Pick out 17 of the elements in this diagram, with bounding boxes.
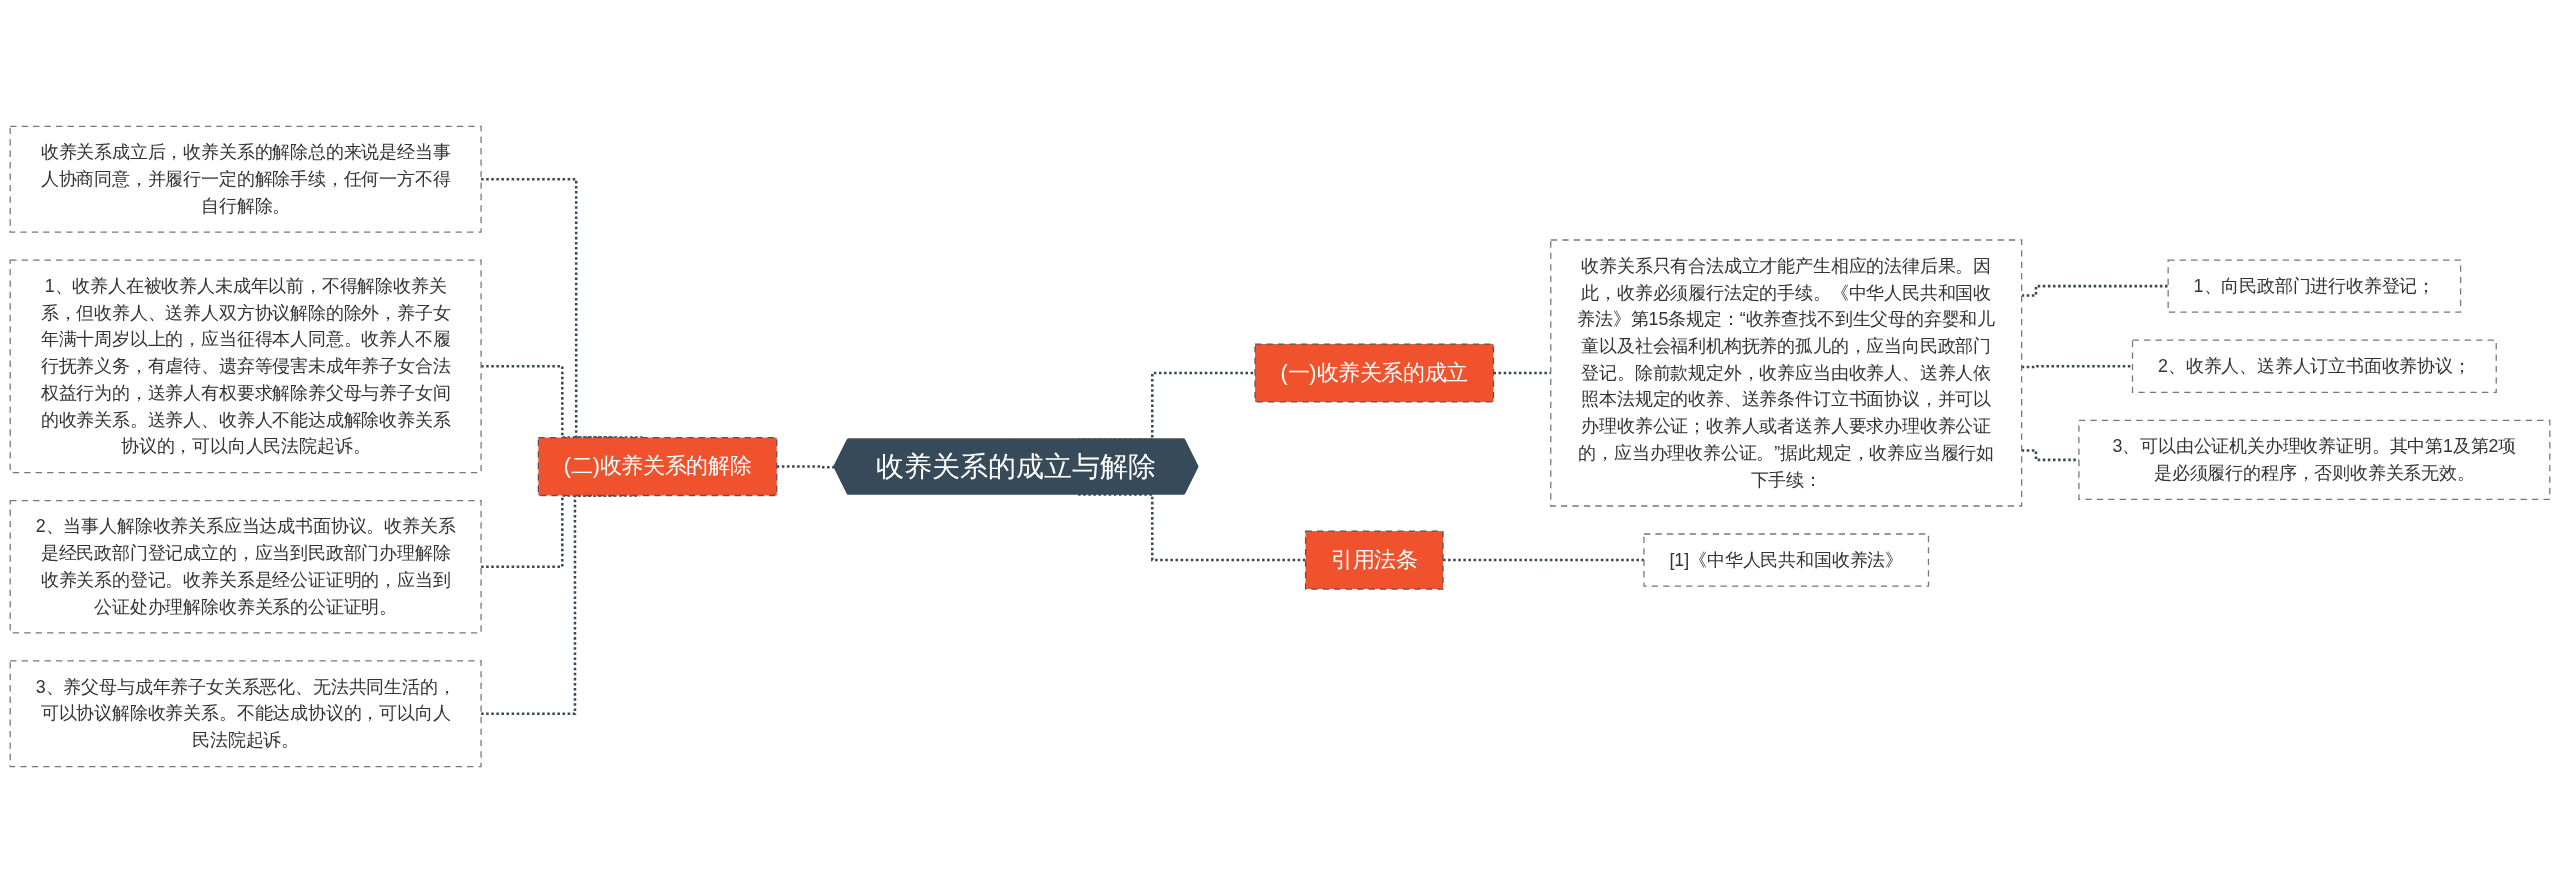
node-box: 2、当事人解除收养关系应当达成书面协议。收养关系是经民政部门登记成立的，应当到民政部门办理解除收养关系的登记。收养关系是经公证证明的，应当到公证处办理解除收养关系的公证证明。 [9,499,482,634]
node-box: (一)收养关系的成立 [1254,343,1495,403]
node-box: 收养关系只有合法成立才能产生相应的法律后果。因此，收养必须履行法定的手续。《中华人民共和国收养法》第15条规定：“收养查找不到生父母的弃婴和儿童以及社会福利机构抚养的孤儿的，应当向民政部门登记。除前款规定外，收养应当由收养人、送养人依照本法规定的收养、送养条件订立书面协议，并可以办理收养公证；收养人或者送养人要求办理收养公证的，应当办理收养公证。”据此规定，收养应当履行如下手续： [1550,239,2023,507]
node-box: 1、收养人在被收养人未成年以前，不得解除收养关系，但收养人、送养人双方协议解除的除外，养子女年满十周岁以上的，应当征得本人同意。收养人不履行抚养义务，有虐待、遗弃等侵害未成年养子女合法权益行为的，送养人有权要求解除养父母与养子女间的收养关系。送养人、收养人不能达成解除收养关系协议的，可以向人民法院起诉。 [9,259,482,474]
connector [1078,493,1306,562]
connector [776,465,835,469]
connector [2021,449,2079,462]
node-box: 收养关系成立后，收养关系的解除总的来说是经当事人协商同意，并履行一定的解除手续，任何一方不得自行解除。 [9,125,482,233]
node-box: [1]《中华人民共和国收养法》 [1643,533,1930,587]
connector [2021,284,2169,297]
node-box: 引用法条 [1304,530,1444,590]
node-box: 2、收养人、送养人订立书面收养协议； [2131,339,2497,394]
node-box: 3、可以由公证机关办理收养证明。其中第1及第2项是必须履行的程序，否则收养关系无效。 [2078,419,2551,500]
connector [2021,365,2133,369]
node-box: (二)收养关系的解除 [537,436,778,497]
node-box: 1、向民政部门进行收养登记； [2167,259,2462,313]
node-box: 3、养父母与成年养子女关系恶化、无法共同生活的，可以协议解除收养关系。不能达成协议的，可以向人民法院起诉。 [9,660,482,768]
